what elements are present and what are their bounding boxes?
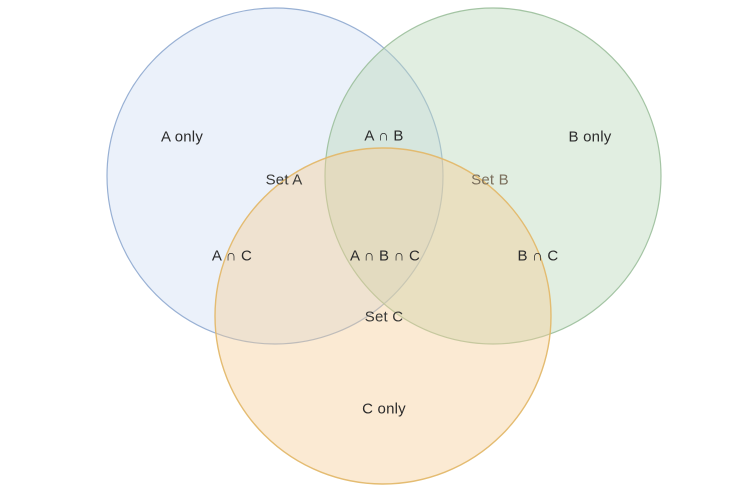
circle-set-c[interactable] bbox=[214, 147, 552, 485]
circle-set-a[interactable] bbox=[106, 7, 444, 345]
circle-set-b[interactable] bbox=[324, 7, 662, 345]
